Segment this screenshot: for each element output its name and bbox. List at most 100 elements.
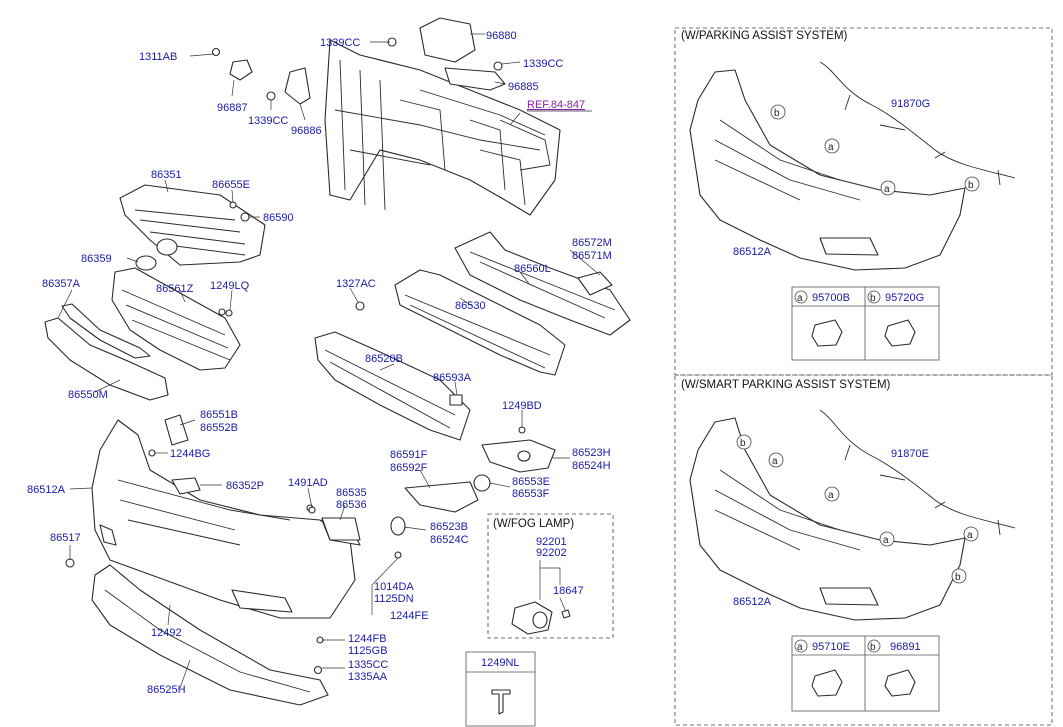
fog-lamp-bezel-drawing xyxy=(308,426,556,559)
label-95700b: 95700B xyxy=(812,292,850,304)
label-1014da: 1014DA xyxy=(374,581,414,593)
label-92202: 92202 xyxy=(536,547,567,559)
label-86552b: 86552B xyxy=(200,422,238,434)
label-86523b: 86523B xyxy=(430,521,468,533)
label-1339cc-b: 1339CC xyxy=(320,37,360,49)
front-end-carrier-drawing xyxy=(324,39,561,216)
label-91870g: 91870G xyxy=(891,98,930,110)
label-86525h: 86525H xyxy=(147,684,186,696)
label-86524c: 86524C xyxy=(430,534,469,546)
front-bumper-cover-drawing xyxy=(65,308,361,619)
label-1311ab: 1311AB xyxy=(139,51,177,63)
grille-molding-drawing xyxy=(44,303,169,401)
label-1327ac: 1327AC xyxy=(336,278,376,290)
callout-a-2: a xyxy=(884,184,890,195)
label-96887: 96887 xyxy=(217,102,248,114)
label-86550m: 86550M xyxy=(68,389,108,401)
label-86571m: 86571M xyxy=(572,250,612,262)
callout-b-4: b xyxy=(955,572,961,583)
label-86359: 86359 xyxy=(81,253,112,265)
label-91870e: 91870E xyxy=(891,448,929,460)
bumper-stay-drawing xyxy=(355,269,566,376)
label-96885: 96885 xyxy=(508,81,539,93)
label-86535: 86535 xyxy=(336,487,367,499)
label-86561z: 86561Z xyxy=(156,283,194,295)
label-86590: 86590 xyxy=(263,212,294,224)
parking-assist-panel: (W/PARKING ASSIST SYSTEM) 91870G 86512A … xyxy=(674,27,1053,376)
label-1491ad: 1491AD xyxy=(288,477,328,489)
callout-a-3: a xyxy=(772,456,778,467)
sensor-a-letter: a xyxy=(797,293,803,304)
label-86523h: 86523H xyxy=(572,447,611,459)
label-1249bd: 1249BD xyxy=(502,400,542,412)
label-18647: 18647 xyxy=(553,585,584,597)
label-86357a: 86357A xyxy=(42,278,81,290)
smart-parking-assist-panel: (W/SMART PARKING ASSIST SYSTEM) 91870E 8… xyxy=(674,374,1053,726)
sensor-drawing-95710e xyxy=(811,669,843,697)
energy-absorber-drawing xyxy=(314,331,471,441)
radiator-grille-drawing xyxy=(119,184,266,271)
label-1125dn: 1125DN xyxy=(374,593,414,605)
label-86551b: 86551B xyxy=(200,409,238,421)
fog-lamp-box: (W/FOG LAMP) 92201 92202 18647 xyxy=(487,513,614,639)
label-86572m: 86572M xyxy=(572,237,612,249)
callout-b-1: b xyxy=(774,108,780,119)
label-1125gb: 1125GB xyxy=(348,645,388,657)
lower-grille-drawing xyxy=(111,267,241,371)
callout-a-5: a xyxy=(883,535,889,546)
sensor-b-letter: b xyxy=(870,293,876,304)
screw-drawing xyxy=(491,689,511,715)
label-1249nl: 1249NL xyxy=(481,657,520,669)
sensor-b-letter-smart: b xyxy=(870,642,876,653)
callout-b-3: b xyxy=(740,438,746,449)
label-1335aa: 1335AA xyxy=(348,671,388,683)
label-95720g: 95720G xyxy=(885,292,924,304)
label-86512a-smart: 86512A xyxy=(733,596,772,608)
part-labels: 1311AB 96887 1339CC 96886 1339CC 96880 1… xyxy=(27,30,612,696)
label-86351: 86351 xyxy=(151,169,182,181)
bumper-drawing-parking xyxy=(689,69,966,271)
label-1244bg: 1244BG xyxy=(170,448,210,460)
callout-a-6: a xyxy=(967,530,973,541)
parking-assist-title: (W/PARKING ASSIST SYSTEM) xyxy=(681,30,848,42)
sensor-a-letter-smart: a xyxy=(797,642,803,653)
sensor-drawing-95720g xyxy=(884,319,916,347)
label-86524h: 86524H xyxy=(572,460,611,472)
label-86517: 86517 xyxy=(50,532,81,544)
label-95710e: 95710E xyxy=(812,641,850,653)
label-86352p: 86352P xyxy=(226,480,264,492)
sensor-module-drawing xyxy=(211,17,506,105)
label-86520b: 86520B xyxy=(365,353,403,365)
callout-a-1: a xyxy=(828,142,834,153)
label-86560l: 86560L xyxy=(514,263,551,275)
leader-lines xyxy=(57,33,601,689)
label-12492: 12492 xyxy=(151,627,182,639)
fastener-box: 1249NL xyxy=(465,651,536,727)
label-86591f: 86591F xyxy=(390,449,428,461)
label-86592f: 86592F xyxy=(390,462,428,474)
label-ref-84-847: REF.84-847 xyxy=(527,99,585,111)
label-92201: 92201 xyxy=(536,536,567,548)
label-86530: 86530 xyxy=(455,300,486,312)
sensor-drawing-95700b xyxy=(811,319,843,347)
callout-b-2: b xyxy=(968,180,974,191)
label-1244fb: 1244FB xyxy=(348,633,387,645)
label-1339cc-c: 1339CC xyxy=(523,58,563,70)
label-86512a: 86512A xyxy=(27,484,66,496)
label-86593a: 86593A xyxy=(433,372,472,384)
label-86512a-parking: 86512A xyxy=(733,246,772,258)
label-1244fe: 1244FE xyxy=(390,610,429,622)
callout-a-4: a xyxy=(828,490,834,501)
label-96886: 96886 xyxy=(291,125,322,137)
label-86553e: 86553E xyxy=(512,476,550,488)
back-beam-drawing xyxy=(454,231,631,336)
smart-parking-assist-title: (W/SMART PARKING ASSIST SYSTEM) xyxy=(681,379,891,391)
label-1339cc-a: 1339CC xyxy=(248,115,288,127)
label-96891: 96891 xyxy=(890,641,921,653)
sensor-drawing-96891 xyxy=(884,669,916,697)
lower-lip-drawing xyxy=(91,564,329,706)
label-1249lq: 1249LQ xyxy=(210,280,250,292)
fog-lamp-box-title: (W/FOG LAMP) xyxy=(493,518,574,530)
label-96880: 96880 xyxy=(486,30,517,42)
